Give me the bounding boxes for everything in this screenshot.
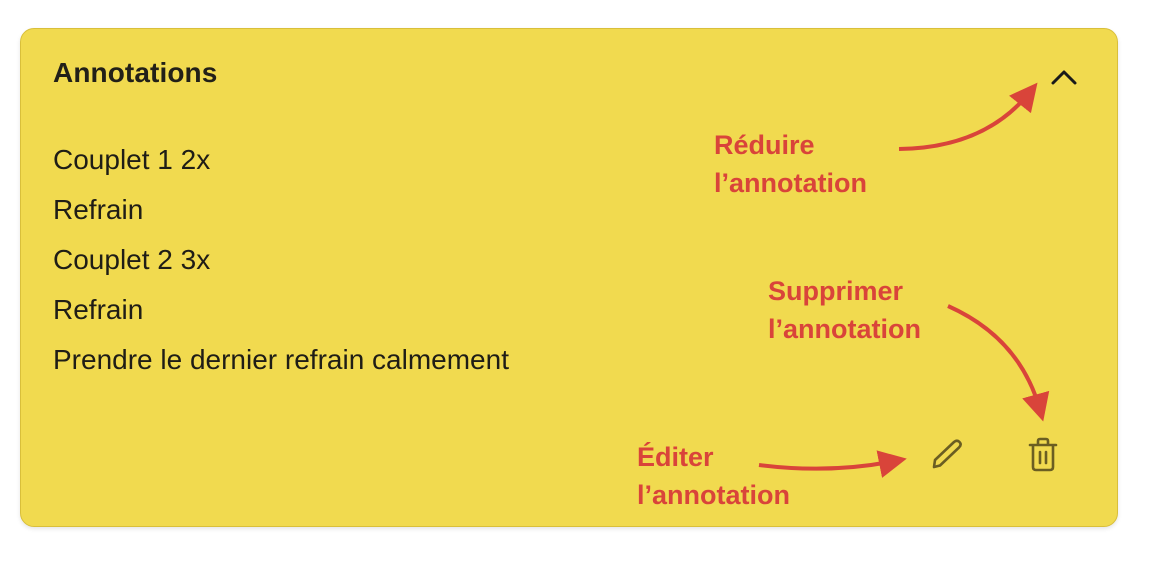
callout-delete-line1: Supprimer bbox=[768, 276, 904, 306]
pencil-icon bbox=[932, 439, 962, 469]
collapse-annotation-button[interactable] bbox=[1043, 59, 1085, 95]
trash-icon bbox=[1028, 437, 1058, 472]
edit-annotation-button[interactable] bbox=[924, 433, 968, 477]
annotations-panel: Annotations Couplet 1 2x Refrain Couplet… bbox=[20, 28, 1118, 527]
callout-reduce: Réduire l’annotation bbox=[714, 126, 867, 202]
annotation-line: Refrain bbox=[53, 194, 144, 225]
panel-title: Annotations bbox=[53, 57, 218, 88]
annotation-line: Refrain bbox=[53, 294, 144, 325]
callout-delete-line2: l’annotation bbox=[768, 314, 921, 344]
annotation-line: Couplet 2 3x bbox=[53, 244, 211, 275]
callout-reduce-line1: Réduire bbox=[714, 130, 815, 160]
callout-edit: Éditer l’annotation bbox=[637, 438, 790, 514]
callout-edit-line2: l’annotation bbox=[637, 480, 790, 510]
chevron-up-icon bbox=[1051, 70, 1077, 85]
callout-edit-line1: Éditer bbox=[637, 442, 714, 472]
delete-annotation-button[interactable] bbox=[1021, 433, 1065, 477]
annotation-line: Couplet 1 2x bbox=[53, 144, 211, 175]
annotation-line: Prendre le dernier refrain calmement bbox=[53, 344, 509, 375]
callout-delete: Supprimer l’annotation bbox=[768, 272, 921, 348]
annotation-text: Couplet 1 2x Refrain Couplet 2 3x Refrai… bbox=[53, 135, 509, 385]
callout-reduce-line2: l’annotation bbox=[714, 168, 867, 198]
